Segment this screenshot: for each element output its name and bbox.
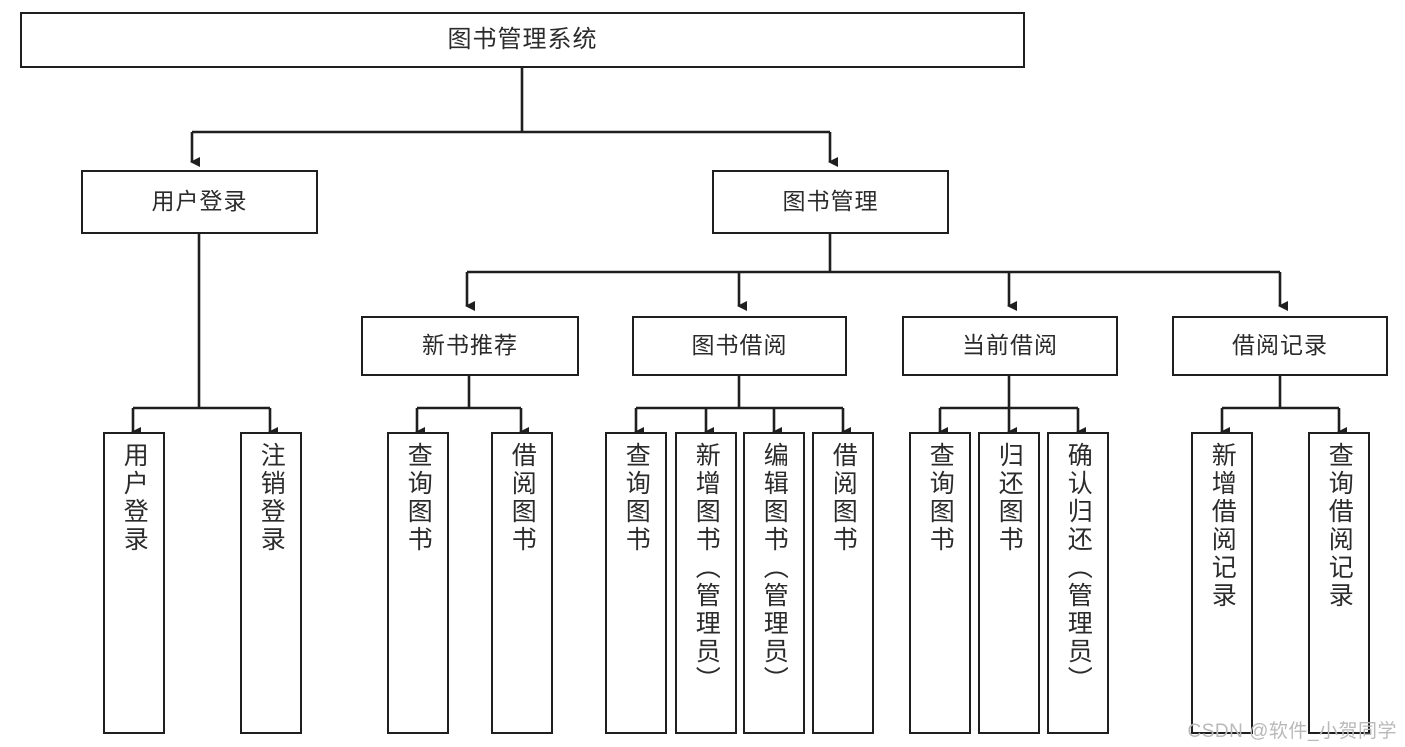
node-label: 图书借阅 xyxy=(691,332,788,359)
node-root-system[interactable]: 图书管理系统 xyxy=(20,12,1025,68)
node-new-book-recommend[interactable]: 新书推荐 xyxy=(361,316,579,376)
node-label: 借阅图书 xyxy=(508,442,537,554)
leaf-user-login[interactable]: 用户登录 xyxy=(103,432,165,734)
node-label: 图书管理 xyxy=(782,188,879,215)
node-label: 当前借阅 xyxy=(962,332,1058,359)
leaf-record-add[interactable]: 新增借阅记录 xyxy=(1191,432,1253,734)
node-book-management[interactable]: 图书管理 xyxy=(712,170,949,234)
node-label: 新增图书（管理员） xyxy=(692,442,721,694)
node-label: 用户登录 xyxy=(120,442,149,554)
node-borrow-record[interactable]: 借阅记录 xyxy=(1172,316,1388,376)
node-current-borrow[interactable]: 当前借阅 xyxy=(902,316,1118,376)
node-label: 查询图书 xyxy=(926,442,955,554)
node-label: 借阅图书 xyxy=(829,442,858,554)
leaf-borrow-lend-book[interactable]: 借阅图书 xyxy=(812,432,874,734)
node-label: 查询图书 xyxy=(404,442,433,554)
leaf-current-confirm-return[interactable]: 确认归还（管理员） xyxy=(1047,432,1109,734)
node-label: 用户登录 xyxy=(151,188,248,215)
leaf-current-query-book[interactable]: 查询图书 xyxy=(909,432,971,734)
leaf-borrow-query-book[interactable]: 查询图书 xyxy=(605,432,667,734)
node-label: 图书管理系统 xyxy=(447,25,598,53)
node-label: 注销登录 xyxy=(257,442,286,554)
node-label: 查询借阅记录 xyxy=(1325,442,1354,610)
node-book-borrow[interactable]: 图书借阅 xyxy=(632,316,847,376)
node-label: 确认归还（管理员） xyxy=(1064,442,1093,694)
node-user-login[interactable]: 用户登录 xyxy=(81,170,318,234)
node-label: 编辑图书（管理员） xyxy=(760,442,789,694)
leaf-record-query[interactable]: 查询借阅记录 xyxy=(1308,432,1370,734)
leaf-current-return-book[interactable]: 归还图书 xyxy=(978,432,1040,734)
node-label: 新增借阅记录 xyxy=(1208,442,1237,610)
leaf-user-logout[interactable]: 注销登录 xyxy=(240,432,302,734)
leaf-borrow-edit-book[interactable]: 编辑图书（管理员） xyxy=(743,432,805,734)
node-label: 查询图书 xyxy=(622,442,651,554)
node-label: 新书推荐 xyxy=(422,332,518,359)
leaf-borrow-add-book[interactable]: 新增图书（管理员） xyxy=(675,432,737,734)
node-label: 借阅记录 xyxy=(1232,332,1328,359)
leaf-new-book-borrow[interactable]: 借阅图书 xyxy=(491,432,553,734)
node-label: 归还图书 xyxy=(995,442,1024,554)
leaf-new-book-query[interactable]: 查询图书 xyxy=(387,432,449,734)
